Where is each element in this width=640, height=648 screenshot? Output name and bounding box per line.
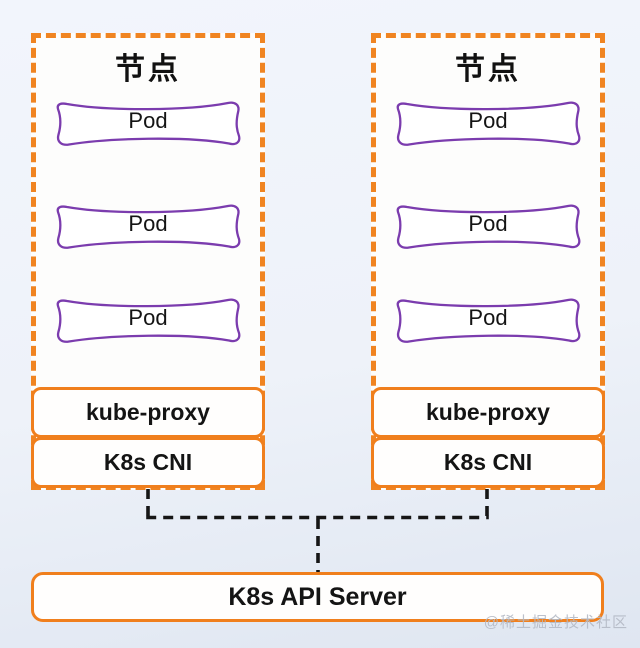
pod-label: Pod xyxy=(468,211,508,236)
watermark: @稀土掘金技术社区 xyxy=(483,614,628,631)
pod-label: Pod xyxy=(468,305,508,330)
component-kube-proxy: kube-proxy xyxy=(31,387,265,438)
pod-wavy-border-icon xyxy=(396,298,581,343)
pod-box: Pod xyxy=(392,292,584,344)
pod-box: Pod xyxy=(52,198,244,250)
component-kube-proxy: kube-proxy xyxy=(371,387,605,438)
pod-label: Pod xyxy=(128,211,168,236)
component-k8s-cni: K8s CNI xyxy=(371,437,605,488)
pod-wavy-border-icon xyxy=(396,101,581,146)
pod-box: Pod xyxy=(52,95,244,147)
api-server-box: K8s API Server xyxy=(31,572,604,622)
node-box-left: 节点 Pod Pod Pod kube-proxy K8s CNI xyxy=(31,33,265,490)
pod-label: Pod xyxy=(128,108,168,133)
pod-wavy-border-icon xyxy=(56,298,241,343)
component-k8s-cni: K8s CNI xyxy=(31,437,265,488)
pod-box: Pod xyxy=(392,95,584,147)
node-title: 节点 xyxy=(455,53,521,86)
pod-wavy-border-icon xyxy=(56,101,241,146)
node-box-right: 节点 Pod Pod Pod kube-proxy K8s CNI xyxy=(371,33,605,490)
pod-wavy-border-icon xyxy=(396,204,581,249)
pod-label: Pod xyxy=(468,108,508,133)
pod-label: Pod xyxy=(128,305,168,330)
pod-box: Pod xyxy=(52,292,244,344)
pod-box: Pod xyxy=(392,198,584,250)
node-title: 节点 xyxy=(115,53,181,86)
pod-wavy-border-icon xyxy=(56,204,241,249)
